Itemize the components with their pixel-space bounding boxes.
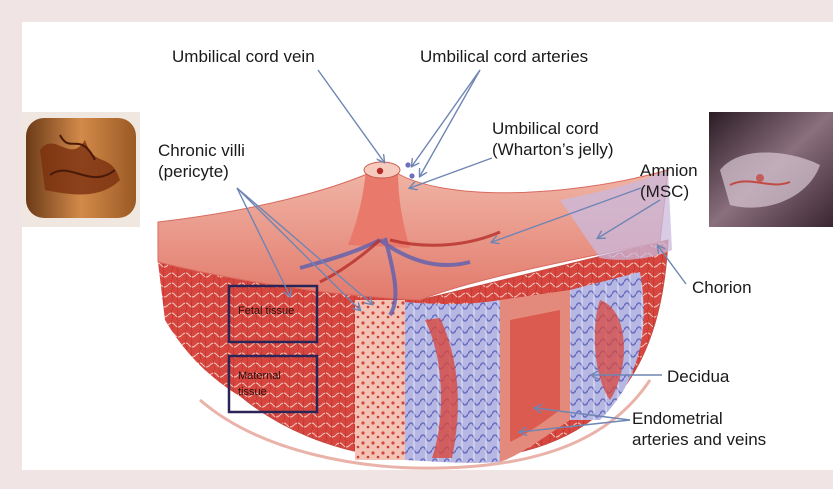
- umbilical-arteries-label: Umbilical cord arteries: [420, 46, 588, 67]
- chronic-villi-label-line2: (pericyte): [158, 161, 245, 182]
- arrow-umbilical-artery-1: [412, 70, 480, 166]
- amnion-label: Amnion (MSC): [640, 160, 698, 202]
- chronic-villi-label-line1: Chronic villi: [158, 140, 245, 161]
- umbilical-cord-label-line1: Umbilical cord: [492, 118, 614, 139]
- maternal-tissue-label: Maternal tissue: [238, 368, 281, 400]
- pericyte-culture-photo: [22, 112, 140, 227]
- arrow-umbilical-vein: [318, 70, 384, 162]
- umbilical-cord-label: Umbilical cord (Wharton’s jelly): [492, 118, 614, 160]
- umbilical-vein-label: Umbilical cord vein: [172, 46, 315, 67]
- placenta-cross-section: [158, 162, 672, 468]
- chorion-label: Chorion: [692, 277, 752, 298]
- chronic-villi-label: Chronic villi (pericyte): [158, 140, 245, 182]
- maternal-tissue-label-line2: tissue: [238, 384, 281, 400]
- amnion-label-line2: (MSC): [640, 181, 698, 202]
- endometrial-label: Endometrial arteries and veins: [632, 408, 766, 450]
- maternal-tissue-label-line1: Maternal: [238, 368, 281, 384]
- amnion-membrane-photo: [709, 112, 833, 227]
- endometrial-label-line1: Endometrial: [632, 408, 766, 429]
- decidua-label: Decidua: [667, 366, 729, 387]
- fetal-tissue-label: Fetal tissue: [238, 303, 294, 319]
- amnion-label-line1: Amnion: [640, 160, 698, 181]
- arrow-umbilical-artery-2: [420, 70, 480, 176]
- umbilical-cord-label-line2: (Wharton’s jelly): [492, 139, 614, 160]
- endometrial-label-line2: arteries and veins: [632, 429, 766, 450]
